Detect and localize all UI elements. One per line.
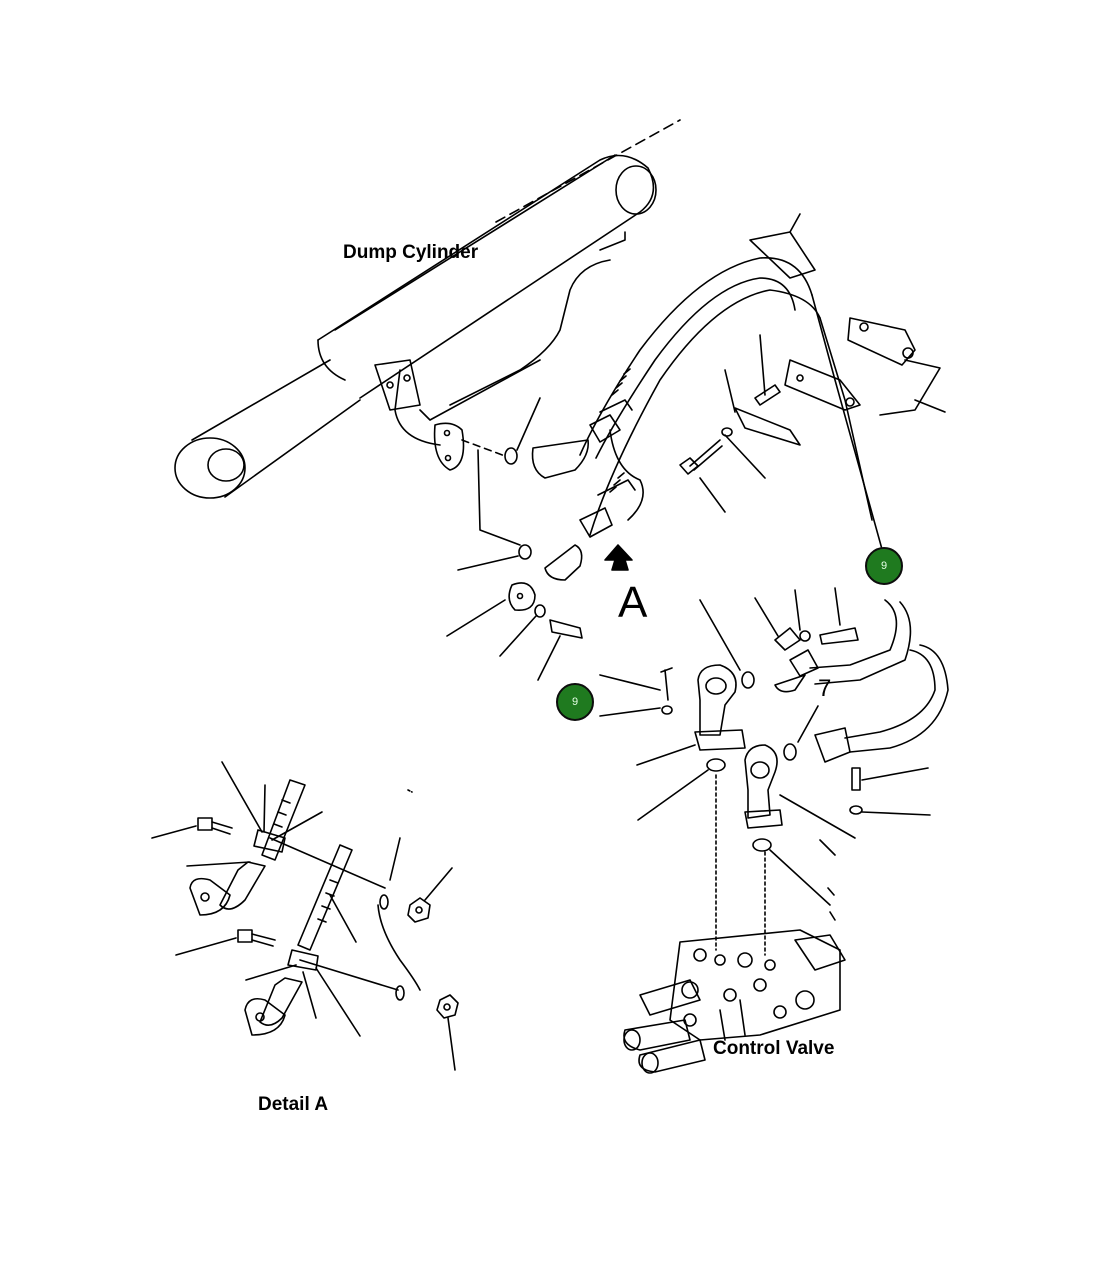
control-valve-label: Control Valve bbox=[713, 1038, 835, 1059]
callout-9-right[interactable]: 9 bbox=[865, 547, 903, 585]
lower-hoses bbox=[699, 587, 949, 763]
dump-cylinder bbox=[174, 119, 681, 499]
clamp-assembly bbox=[679, 317, 946, 513]
valve-flanges bbox=[599, 664, 931, 956]
hoses bbox=[531, 213, 886, 581]
dump-cylinder-label: Dump Cylinder bbox=[343, 242, 479, 263]
cylinder-flanges bbox=[394, 369, 583, 681]
view-arrow-label: A bbox=[618, 578, 648, 627]
control-valve-body bbox=[623, 929, 846, 1074]
detail-a-drawing bbox=[151, 761, 459, 1071]
seven-mark: 7 bbox=[818, 675, 832, 702]
callout-9-left[interactable]: 9 bbox=[556, 683, 594, 721]
detail-a-label: Detail A bbox=[258, 1094, 329, 1115]
